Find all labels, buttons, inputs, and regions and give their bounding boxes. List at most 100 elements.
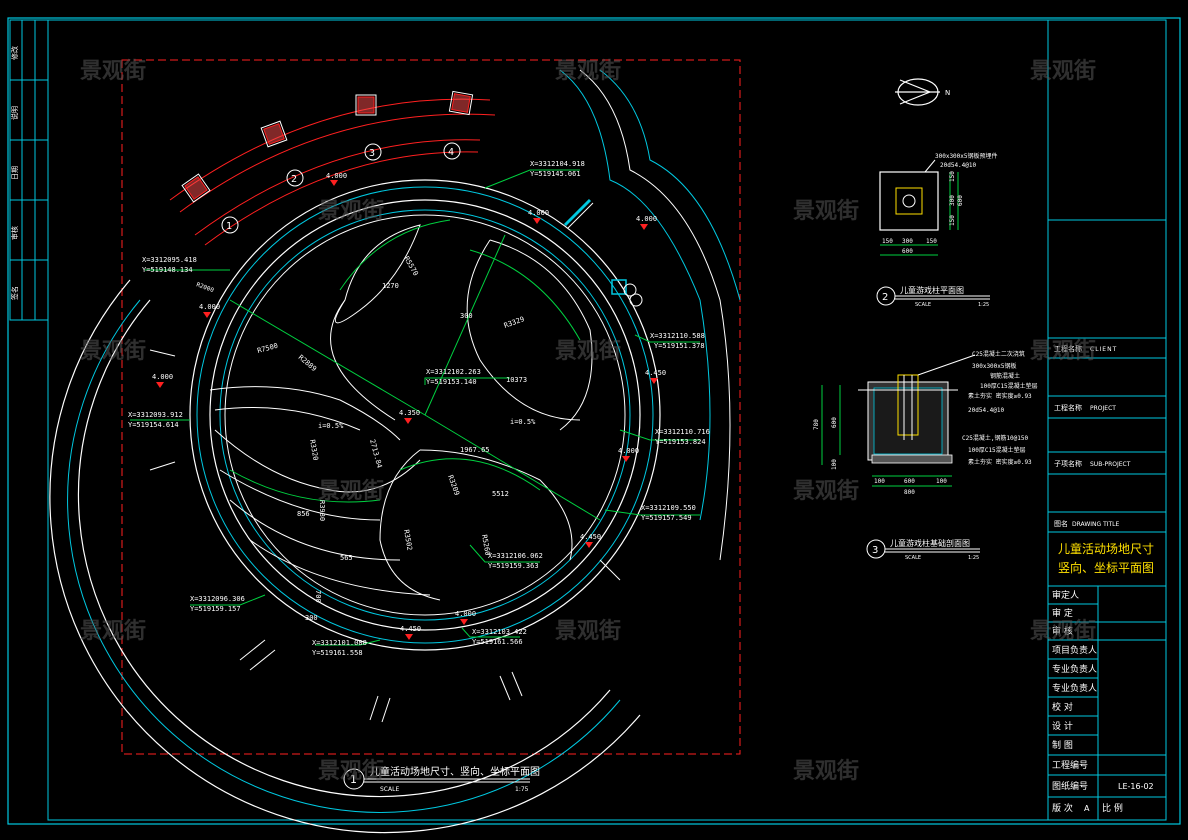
coordinates: X=3312104.918 Y=519145.061 X=3312095.418… bbox=[128, 160, 710, 657]
watermark: 景观街 bbox=[555, 58, 621, 84]
dim-5: R2889 bbox=[297, 353, 318, 373]
role-3: 审 核 bbox=[1052, 625, 1073, 637]
elevation-4: 4.000 bbox=[199, 303, 220, 311]
role-2: 审 定 bbox=[1052, 607, 1073, 619]
detail-2-note2: 20d54.4@10 bbox=[940, 162, 977, 169]
scale-label: 比 例 bbox=[1102, 802, 1123, 814]
paving-segments bbox=[149, 349, 621, 723]
watermark: 景观街 bbox=[318, 198, 384, 224]
role-7: 校 对 bbox=[1052, 701, 1073, 713]
drawing-title-line2: 竖向、坐标平面图 bbox=[1058, 560, 1154, 575]
watermark: 景观街 bbox=[1030, 58, 1096, 84]
leader-lines bbox=[130, 169, 700, 646]
column-marker-4: 4 bbox=[448, 147, 454, 158]
coord-10-y: Y=519161.558 bbox=[312, 649, 363, 657]
plan-1-scale-label: SCALE bbox=[380, 786, 399, 793]
detail-3-dim-b3: 100 bbox=[936, 478, 947, 485]
client-code: CLIENT bbox=[1090, 346, 1117, 353]
detail-3-dim-b2: 600 bbox=[904, 478, 915, 485]
revision-label-5: 签名 bbox=[10, 286, 19, 300]
dim-21: R3980 bbox=[318, 500, 326, 521]
column-marker-2: 2 bbox=[291, 174, 297, 185]
role-6: 专业负责人 bbox=[1052, 682, 1097, 694]
elevation-3: 4.000 bbox=[636, 215, 657, 223]
role-11: 图纸编号 bbox=[1052, 780, 1088, 792]
dim-20: R2000 bbox=[195, 281, 215, 294]
dim-11: 2713.84 bbox=[368, 438, 383, 469]
coord-6-x: X=3312110.716 bbox=[655, 428, 710, 436]
version-value: A bbox=[1084, 804, 1090, 813]
detail-3-number: 3 bbox=[872, 545, 878, 556]
north-arrow-icon: N bbox=[895, 78, 950, 106]
dim-22: 300 bbox=[460, 312, 473, 320]
play-area-rings bbox=[49, 69, 741, 834]
coord-8-y: Y=519159.363 bbox=[488, 562, 539, 570]
detail-3-note-8: 100厚C15混凝土垫层 bbox=[968, 446, 1026, 454]
swirl-pattern bbox=[209, 224, 593, 601]
detail-3-scale-label: SCALE bbox=[905, 555, 921, 561]
plan-1-scale-value: 1:75 bbox=[515, 786, 529, 793]
role-4: 项目负责人 bbox=[1052, 644, 1097, 656]
dim-16: R3502 bbox=[402, 529, 414, 551]
detail-2-scale-value: 1:25 bbox=[978, 302, 989, 308]
subproject-label: 子项名称 bbox=[1054, 459, 1082, 468]
column-marker-1: 1 bbox=[226, 221, 232, 232]
detail-2-note: 300x300x5钢板预埋件 bbox=[935, 152, 998, 160]
version-label: 版 次 bbox=[1052, 802, 1073, 814]
detail-2-dim-s2: 300 bbox=[949, 195, 956, 206]
coord-2-x: X=3312095.418 bbox=[142, 256, 197, 264]
plan-1-title: 儿童活动场地尺寸、竖向、坐标平面图 bbox=[370, 765, 540, 778]
title-block bbox=[1047, 20, 1166, 820]
detail-3-dim-s1: 780 bbox=[813, 419, 820, 430]
dim-19: R5260 bbox=[480, 534, 492, 556]
detail-2-dim-s4: 600 bbox=[957, 195, 964, 206]
detail-3-note-1: C25混凝土二次浇筑 bbox=[972, 350, 1025, 358]
title-block-text: 工程名称 CLIENT 工程名称 PROJECT 子项名称 SUB-PROJEC… bbox=[1052, 344, 1154, 814]
role-8: 设 计 bbox=[1052, 720, 1073, 732]
detail-3-dim-b1: 100 bbox=[874, 478, 885, 485]
drawing-title-line1: 儿童活动场地尺寸 bbox=[1058, 541, 1154, 556]
elevation-2: 4.000 bbox=[528, 209, 549, 217]
detail-2-title: 儿童游戏柱平面图 bbox=[900, 285, 964, 295]
detail-3-drawing bbox=[821, 354, 976, 487]
revision-column: 修改 说明 日期 审核 签名 bbox=[9, 19, 49, 321]
role-5: 专业负责人 bbox=[1052, 663, 1097, 675]
dim-12: 1967.65 bbox=[460, 446, 490, 454]
dim-18: 700 bbox=[314, 590, 322, 603]
detail-2-number: 2 bbox=[882, 292, 888, 303]
coord-11-y: Y=519161.566 bbox=[472, 638, 523, 646]
inner-frame bbox=[47, 19, 1167, 821]
dim-17: 300 bbox=[305, 614, 318, 622]
dim-2: R5570 bbox=[402, 255, 419, 277]
outer-frame bbox=[7, 17, 1181, 825]
detail-3-note-2: 300x300x5钢板 bbox=[972, 362, 1017, 370]
watermarks: 景观街 景观街 景观街 景观街 景观街 景观街 景观街 景观街 景观街 景观街 … bbox=[80, 58, 1096, 784]
detail-3-note-5: 素土夯实 密实度≥0.93 bbox=[968, 392, 1032, 400]
detail-2-title-deco bbox=[876, 286, 990, 306]
watermark: 景观街 bbox=[555, 618, 621, 644]
dim-13: 5512 bbox=[492, 490, 509, 498]
site-boundary bbox=[121, 59, 741, 755]
elevation-8: 4.350 bbox=[399, 409, 420, 417]
coord-11-x: X=3312103.422 bbox=[472, 628, 527, 636]
coord-5-x: X=3312093.912 bbox=[128, 411, 183, 419]
detail-2-dim-b3: 150 bbox=[926, 238, 937, 245]
revision-label-1: 修改 bbox=[10, 46, 19, 60]
coord-1-x: X=3312104.918 bbox=[530, 160, 585, 168]
plan-title-1 bbox=[343, 768, 530, 790]
watermark: 景观街 bbox=[80, 58, 146, 84]
detail-3-dim-b4: 800 bbox=[904, 489, 915, 496]
arc-rail bbox=[169, 98, 496, 246]
revision-label-3: 日期 bbox=[11, 166, 19, 180]
detail-3-title-deco bbox=[866, 539, 980, 559]
coord-3-x: X=3312102.263 bbox=[426, 368, 481, 376]
column-marker-3: 3 bbox=[369, 148, 375, 159]
drawing-label: 图名 bbox=[1054, 519, 1068, 528]
watermark: 景观街 bbox=[80, 618, 146, 644]
detail-2-dim-b4: 600 bbox=[902, 248, 913, 255]
elevation-1: 4.000 bbox=[326, 172, 347, 180]
coord-5-y: Y=519154.614 bbox=[128, 421, 179, 429]
plan-1-number: 1 bbox=[350, 773, 357, 786]
detail-2-drawing bbox=[879, 159, 959, 256]
role-1: 审定人 bbox=[1052, 589, 1079, 601]
